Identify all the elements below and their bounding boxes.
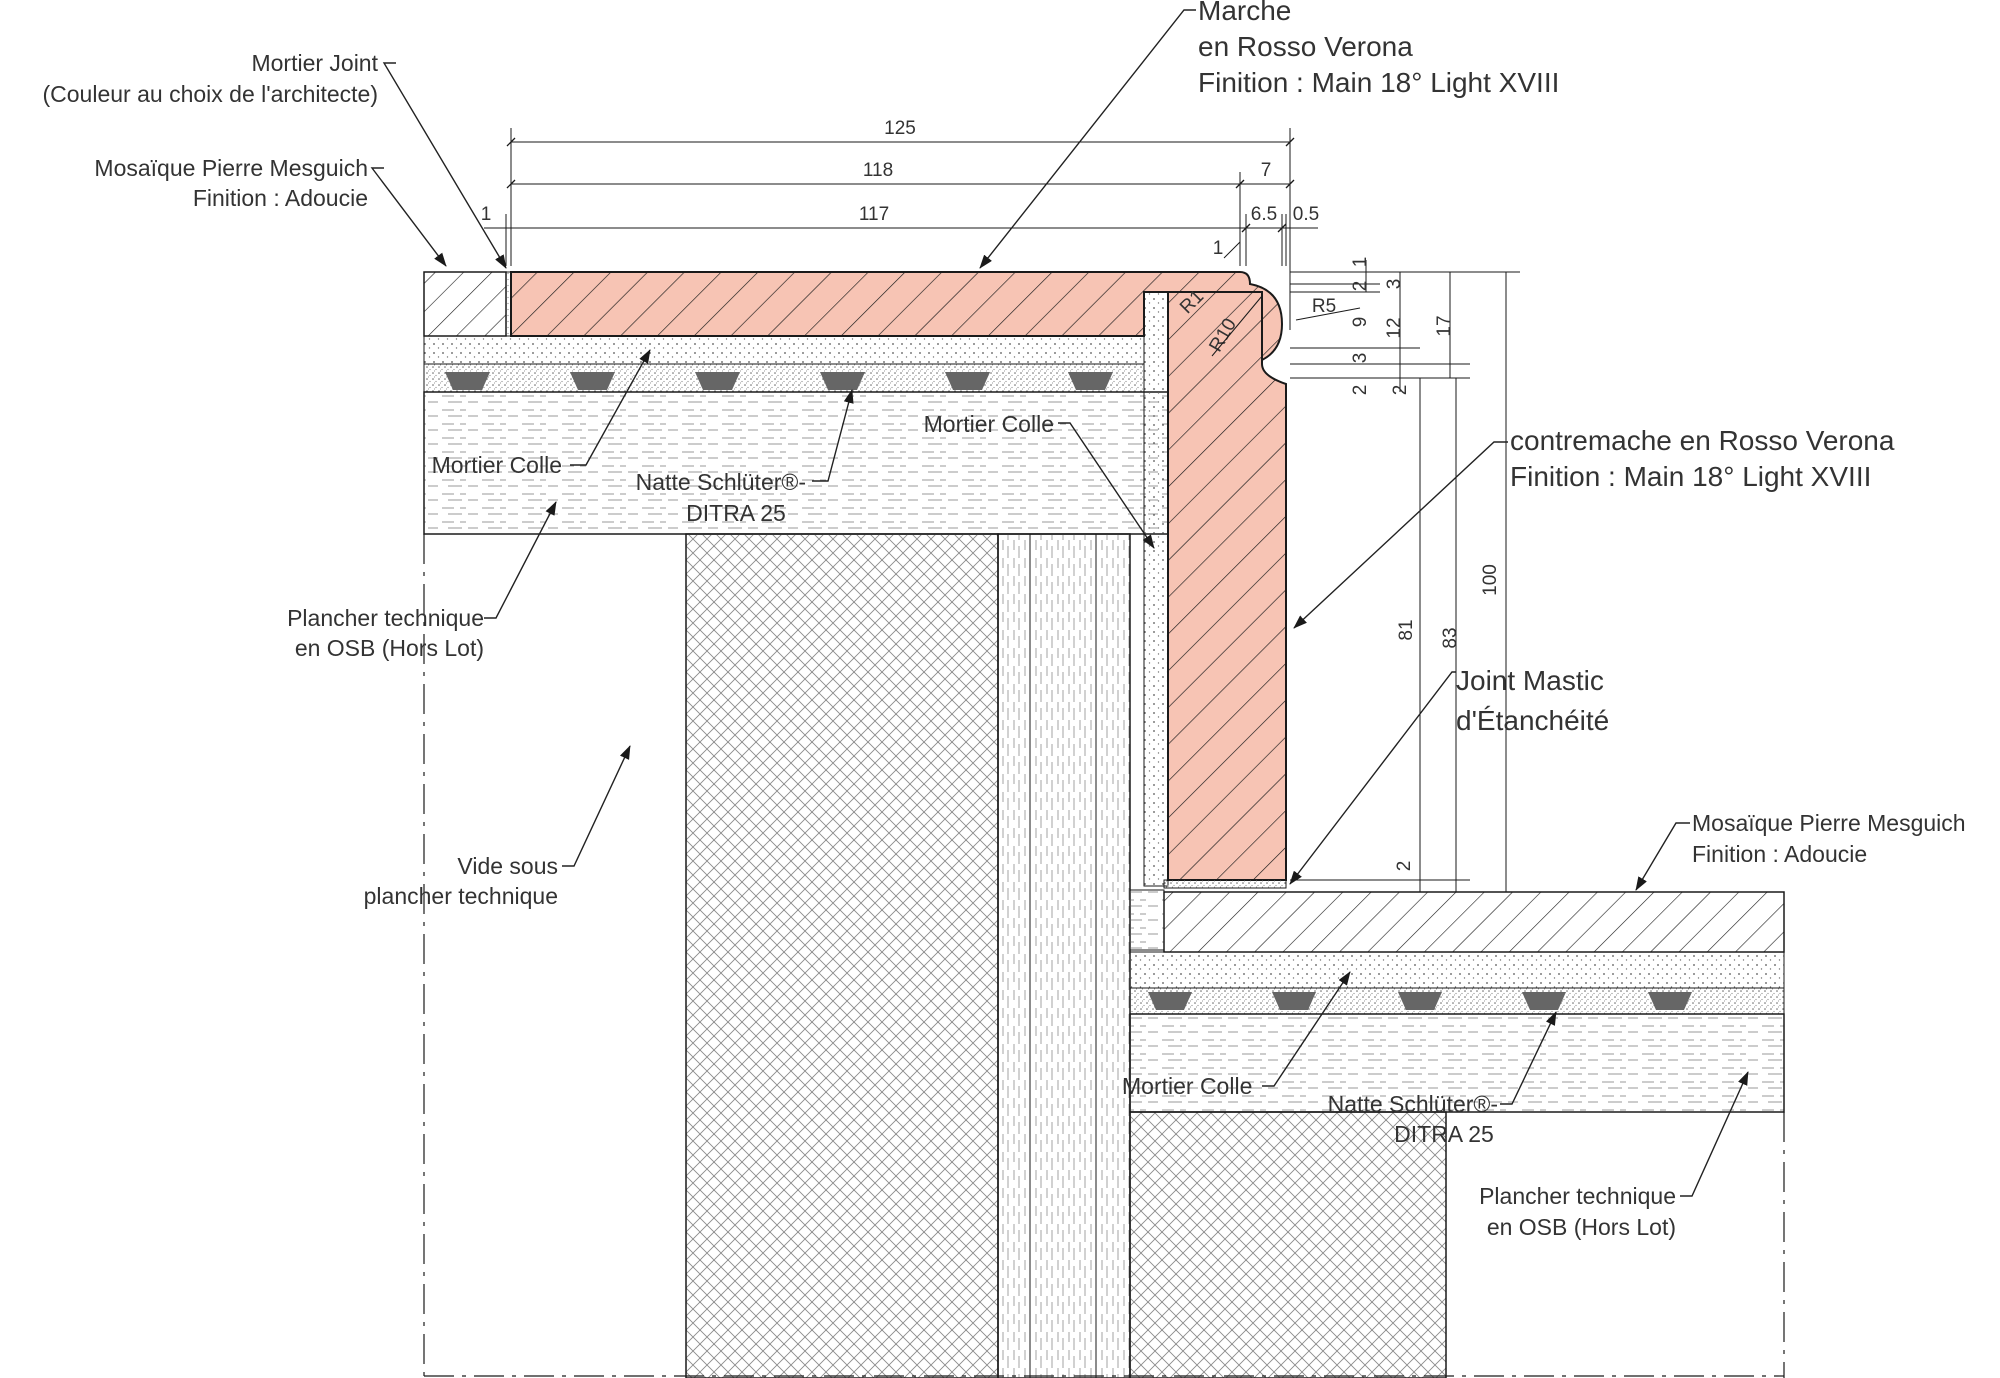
dim-v1: 1 — [1350, 257, 1371, 268]
dim-v3a: 3 — [1384, 279, 1405, 290]
upper-ditra-mat — [423, 363, 1145, 393]
radius-r5: R5 — [1312, 296, 1336, 317]
label-mosaique-top-2: Finition : Adoucie — [193, 185, 368, 211]
stone-tread-and-riser — [510, 271, 1287, 889]
lower-support-block — [1129, 1111, 1447, 1378]
label-marche-1: Marche — [1198, 0, 1291, 26]
dim-v12: 12 — [1384, 317, 1405, 338]
dim-125: 125 — [884, 118, 916, 139]
dim-v9: 9 — [1350, 317, 1371, 328]
dim-6-5: 6.5 — [1251, 204, 1277, 225]
upper-mosaic-layer — [423, 271, 507, 337]
dim-v81: 81 — [1396, 619, 1417, 640]
dim-0-5: 0.5 — [1293, 204, 1319, 225]
dim-v2c: 2 — [1390, 385, 1411, 396]
dim-7: 7 — [1261, 160, 1272, 181]
flexible-joint — [1129, 889, 1165, 951]
label-mortier-joint-1: Mortier Joint — [251, 50, 378, 76]
lower-osb-board — [1129, 1013, 1785, 1113]
dim-117: 117 — [859, 204, 889, 225]
label-natte-top-2: DITRA 25 — [686, 500, 786, 526]
label-plancher-bottom-1: Plancher technique — [1479, 1183, 1676, 1209]
riser-mortar-bed — [1143, 291, 1169, 887]
lower-floor — [1129, 891, 1785, 1113]
label-plancher-bottom-2: en OSB (Hors Lot) — [1487, 1214, 1676, 1240]
dim-v17: 17 — [1434, 315, 1455, 336]
lower-mortar-bed — [1129, 951, 1785, 989]
lower-ditra-studs — [1148, 992, 1692, 1010]
dim-v2a: 2 — [1350, 281, 1371, 292]
annotation-labels: Marche en Rosso Verona Finition : Main 1… — [43, 0, 1966, 1240]
upper-mortar-bed — [423, 335, 1145, 365]
dim-1-small: 1 — [1213, 238, 1224, 259]
label-marche-3: Finition : Main 18° Light XVIII — [1198, 67, 1559, 98]
support-structure — [685, 533, 1447, 1378]
upper-ditra-studs — [445, 372, 1113, 390]
label-plancher-top-2: en OSB (Hors Lot) — [295, 635, 484, 661]
label-mortier-colle-top-left: Mortier Colle — [432, 452, 562, 478]
label-joint-mastic-1: Joint Mastic — [1456, 665, 1604, 696]
label-mortier-colle-bottom: Mortier Colle — [1122, 1073, 1252, 1099]
label-mosaique-bottom-2: Finition : Adoucie — [1692, 841, 1867, 867]
label-natte-bottom-2: DITRA 25 — [1394, 1121, 1494, 1147]
support-block-left — [685, 533, 999, 1378]
dim-118: 118 — [863, 160, 893, 181]
label-natte-bottom-1: Natte Schlüter®- — [1328, 1091, 1498, 1117]
support-post — [997, 533, 1131, 1378]
dim-v83: 83 — [1440, 627, 1461, 648]
label-joint-mastic-2: d'Étanchéité — [1456, 705, 1609, 736]
vertical-dimensions: 1 2 3 9 12 3 2 2 17 81 83 100 2 — [1290, 257, 1520, 893]
label-mosaique-top-1: Mosaïque Pierre Mesguich — [94, 155, 368, 181]
dim-v3b: 3 — [1350, 353, 1371, 364]
leader-lines — [370, 9, 1749, 1197]
label-marche-2: en Rosso Verona — [1198, 31, 1413, 62]
label-vide-2: plancher technique — [364, 883, 558, 909]
dim-v100: 100 — [1480, 564, 1501, 596]
label-plancher-top-1: Plancher technique — [287, 605, 484, 631]
break-lines — [423, 534, 1785, 1378]
label-mortier-joint-2: (Couleur au choix de l'architecte) — [43, 81, 379, 107]
label-mortier-colle-top-right: Mortier Colle — [924, 411, 1054, 437]
label-contremarche-2: Finition : Main 18° Light XVIII — [1510, 461, 1871, 492]
label-contremarche-1: contremache en Rosso Verona — [1510, 425, 1895, 456]
mastic-joint — [1163, 879, 1287, 889]
label-mosaique-bottom-1: Mosaïque Pierre Mesguich — [1692, 810, 1966, 836]
dim-v2b: 2 — [1350, 385, 1371, 396]
lower-mosaic-layer — [1163, 891, 1785, 953]
dim-1-left: 1 — [481, 204, 492, 225]
dim-v2d: 2 — [1394, 861, 1415, 872]
label-natte-top-1: Natte Schlüter®- — [636, 469, 806, 495]
label-vide-1: Vide sous — [457, 853, 558, 879]
